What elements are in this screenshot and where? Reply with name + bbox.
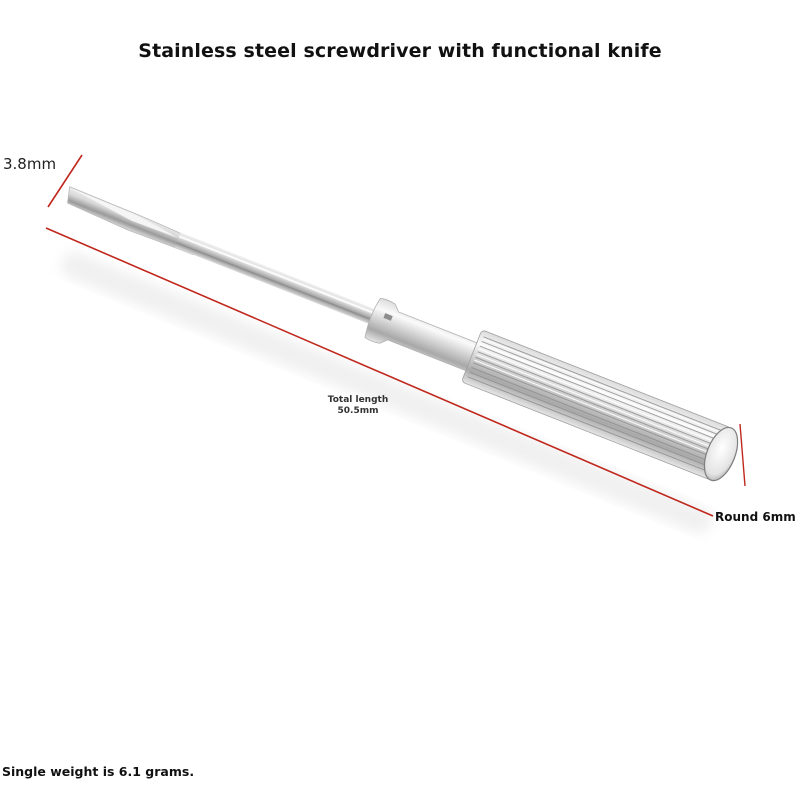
page-title: Stainless steel screwdriver with functio… xyxy=(138,40,662,62)
total-length-dimension-line xyxy=(45,227,714,517)
tip-width-dimension-line xyxy=(47,154,83,208)
weight-note: Single weight is 6.1 grams. xyxy=(2,764,195,779)
tip-width-label: 3.8mm xyxy=(3,155,57,173)
total-length-value: 50.5mm xyxy=(337,406,379,416)
shadow xyxy=(61,251,712,534)
screwdriver xyxy=(67,186,739,482)
collar xyxy=(364,297,482,373)
total-length-caption: Total length xyxy=(327,395,389,405)
diameter-dimension-line xyxy=(739,423,746,487)
total-length-label: Total length 50.5mm xyxy=(318,395,398,417)
handle-diameter-label: Round 6mm xyxy=(715,510,796,524)
end-cap xyxy=(703,426,739,482)
